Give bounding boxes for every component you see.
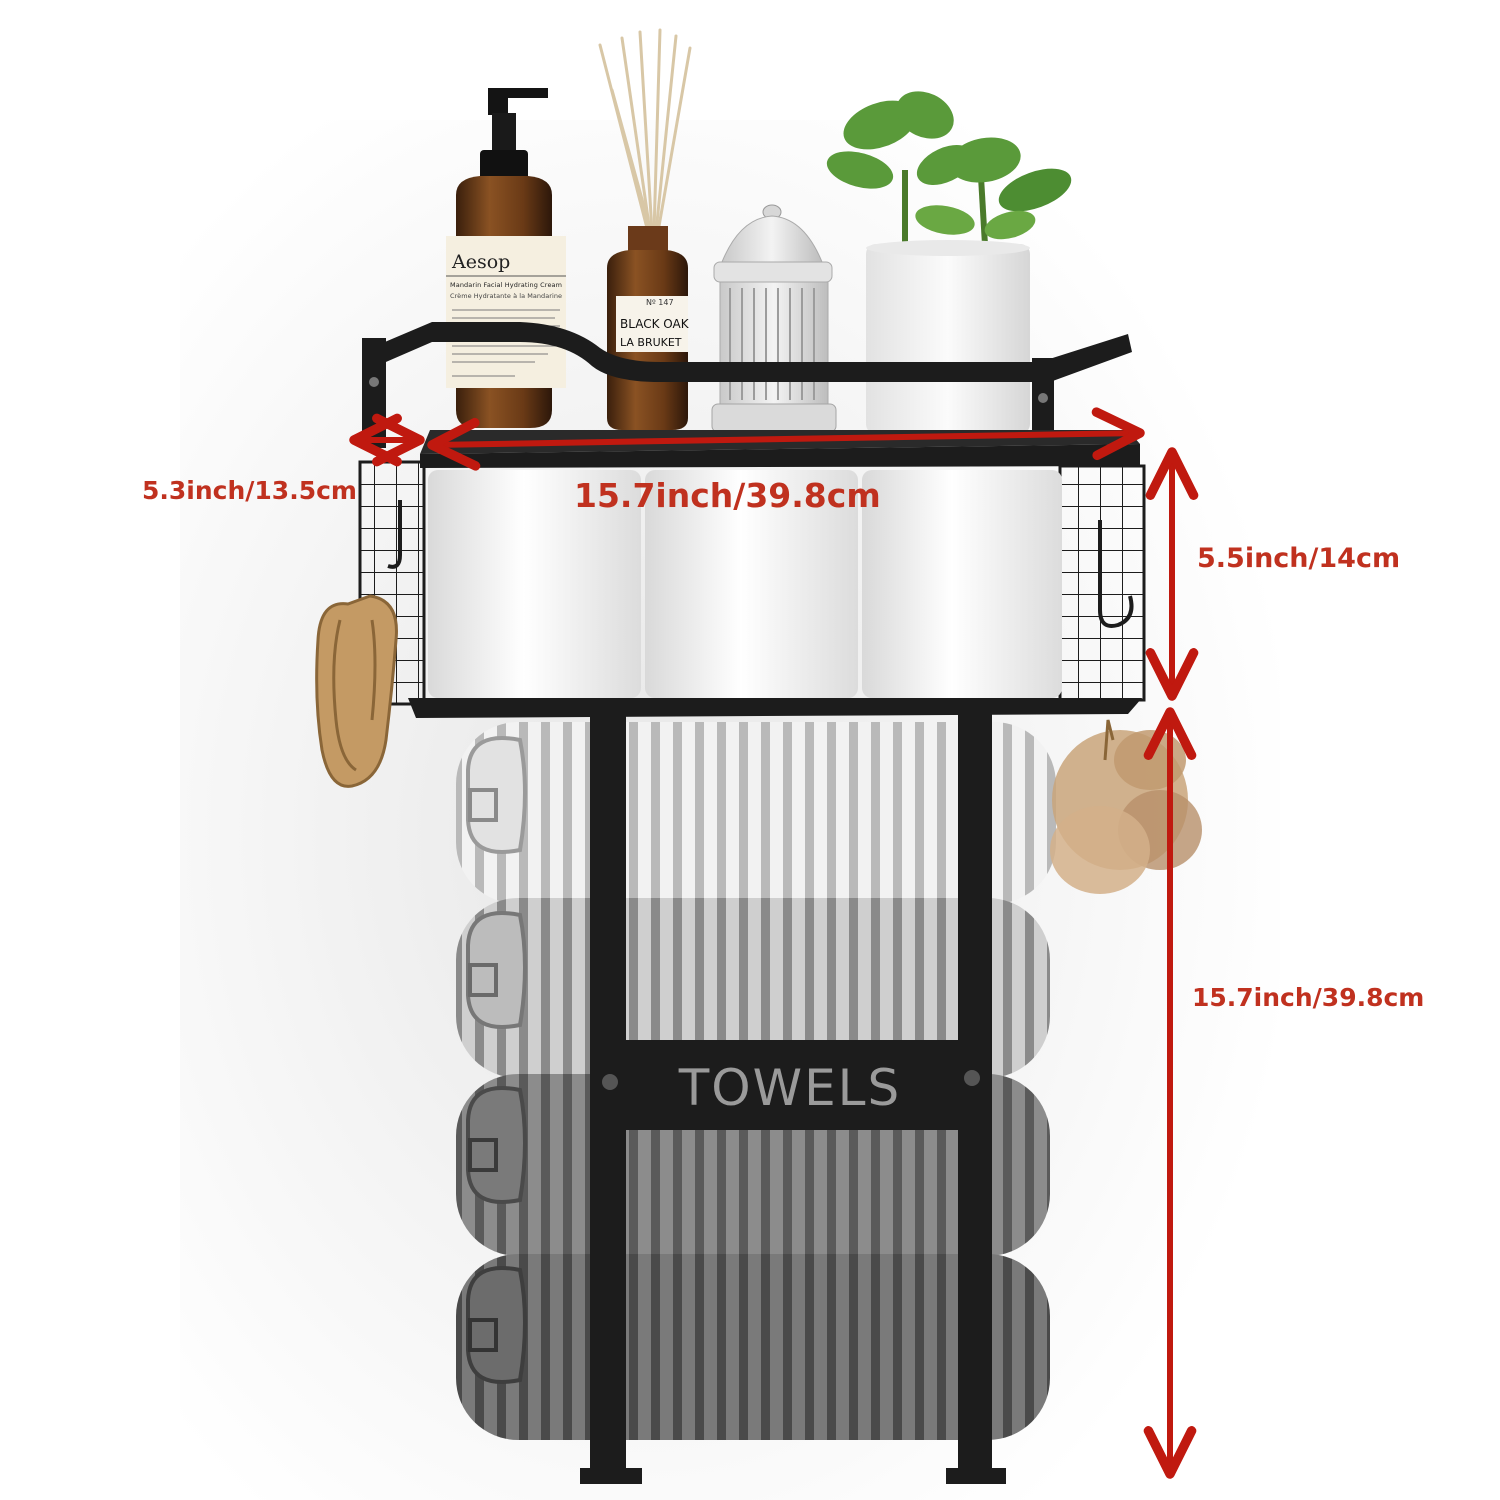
depth-dimension-label: 5.3inch/13.5cm bbox=[142, 476, 357, 505]
soap-name-fr-text: Crème Hydratante à la Mandarine bbox=[450, 292, 562, 300]
paper-roll bbox=[428, 470, 641, 698]
reed-diffuser: Nº 147 BLACK OAK LA BRUKET bbox=[598, 28, 692, 430]
rack-height-dimension-label: 15.7inch/39.8cm bbox=[1192, 983, 1425, 1012]
paper-roll bbox=[862, 470, 1062, 698]
width-dimension-label: 15.7inch/39.8cm bbox=[574, 476, 881, 515]
towel-rack-frame: TOWELS bbox=[580, 705, 1006, 1484]
towels-sign-text: TOWELS bbox=[678, 1059, 902, 1117]
glass-jar bbox=[711, 204, 837, 433]
soap-bottle: Aesop Mandarin Facial Hydrating Cream Cr… bbox=[446, 88, 566, 428]
hook-icon bbox=[1098, 520, 1134, 628]
shelf-height-dimension-label: 5.5inch/14cm bbox=[1197, 543, 1401, 574]
diffuser-no-text: Nº 147 bbox=[646, 298, 674, 307]
paper-roll bbox=[645, 470, 858, 698]
plant-icon bbox=[826, 91, 1072, 250]
diffuser-name-1-text: BLACK OAK bbox=[620, 317, 690, 331]
width-arrow bbox=[427, 407, 1145, 471]
diffuser-name-2-text: LA BRUKET bbox=[620, 336, 682, 349]
scrunchie-icon bbox=[315, 594, 398, 788]
potted-plant bbox=[826, 91, 1072, 434]
dimension-markers bbox=[349, 407, 1199, 1479]
toilet-paper-rolls bbox=[428, 470, 1062, 698]
hook-icon bbox=[387, 500, 402, 569]
soap-brand-text: Aesop bbox=[451, 251, 510, 273]
soap-name-text: Mandarin Facial Hydrating Cream bbox=[450, 281, 562, 289]
towels-sign bbox=[590, 1040, 992, 1130]
